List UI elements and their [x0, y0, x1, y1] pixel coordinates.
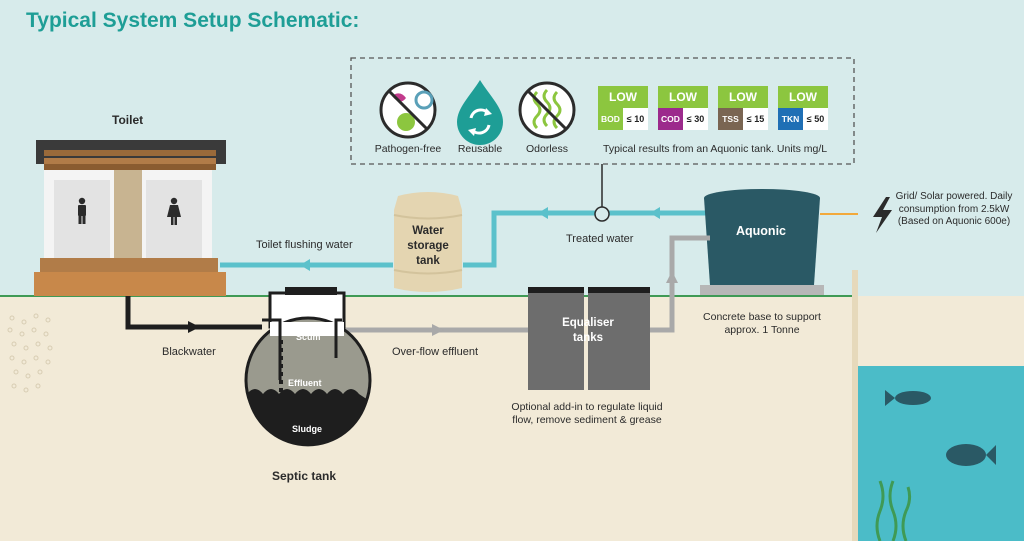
sludge-label: Sludge [292, 424, 323, 434]
male-icon [78, 197, 86, 224]
flow-arrow [300, 259, 310, 271]
seaweed-icon [875, 480, 912, 541]
badge-value: ≤ 50 [803, 108, 828, 130]
odorless-icon [518, 81, 576, 139]
badge-code: TSS [718, 108, 743, 130]
pathogen-free-icon [379, 81, 437, 139]
equaliser-label: Equaliser tanks [562, 317, 614, 344]
effluent-label: Effluent [288, 378, 322, 388]
benefit-label-reusable: Reusable [457, 143, 503, 155]
results-box [350, 57, 855, 165]
blackwater-pipe [125, 296, 262, 330]
water-storage-tank [393, 192, 463, 292]
reusable-icon [457, 80, 503, 145]
septic-tank-body [244, 287, 372, 447]
equaliser-note: Optional add-in to regulate liquid flow,… [511, 401, 663, 426]
flow-arrow [538, 207, 548, 219]
badge-tss: LOW TSS≤ 15 [718, 86, 768, 130]
water-storage-label: Water storage tank [407, 225, 449, 267]
results-caption: Typical results from an Aquonic tank. Un… [603, 143, 828, 155]
flow-arrow [650, 207, 660, 219]
badge-level: LOW [718, 86, 768, 108]
scum-label: Scum [296, 332, 321, 342]
concrete-base-label: Concrete base to support approx. 1 Tonne [703, 311, 821, 336]
badge-tkn: LOW TKN≤ 50 [778, 86, 828, 130]
aquonic-tank [700, 189, 824, 295]
overflow-label: Over-flow effluent [392, 346, 479, 358]
equaliser-tanks [528, 287, 650, 390]
badge-bod: LOW BOD≤ 10 [598, 86, 648, 130]
toilet-building [34, 140, 226, 296]
blackwater-label: Blackwater [162, 346, 216, 358]
fish-icon [946, 444, 996, 466]
sample-point [594, 206, 610, 222]
septic-tank-label: Septic tank [272, 469, 337, 483]
toilet-flushing-label: Toilet flushing water [256, 239, 353, 251]
badge-level: LOW [658, 86, 708, 108]
badge-value: ≤ 15 [743, 108, 768, 130]
river-bank [852, 270, 858, 541]
female-icon [167, 197, 181, 225]
benefit-label-odorless: Odorless [525, 143, 568, 155]
lightning-icon [873, 197, 892, 233]
flow-arrow [666, 271, 678, 283]
badge-cod: LOW COD≤ 30 [658, 86, 708, 130]
benefit-label-pathogen-free: Pathogen-free [374, 143, 442, 155]
fish-icon [885, 390, 931, 406]
badge-value: ≤ 10 [623, 108, 648, 130]
badge-code: TKN [778, 108, 803, 130]
page-title: Typical System Setup Schematic: [26, 9, 360, 32]
flow-arrow [432, 324, 444, 336]
power-label: Grid/ Solar powered. Daily consumption f… [895, 191, 1013, 227]
flow-arrow [188, 321, 200, 333]
badge-code: BOD [598, 108, 623, 130]
badge-level: LOW [778, 86, 828, 108]
aquonic-label: Aquonic [736, 224, 786, 238]
treated-water-label: Treated water [566, 233, 634, 245]
toilet-label: Toilet [112, 113, 144, 127]
river [858, 366, 1024, 541]
badge-level: LOW [598, 86, 648, 108]
soil-texture [7, 313, 53, 393]
badge-value: ≤ 30 [683, 108, 708, 130]
badge-code: COD [658, 108, 683, 130]
